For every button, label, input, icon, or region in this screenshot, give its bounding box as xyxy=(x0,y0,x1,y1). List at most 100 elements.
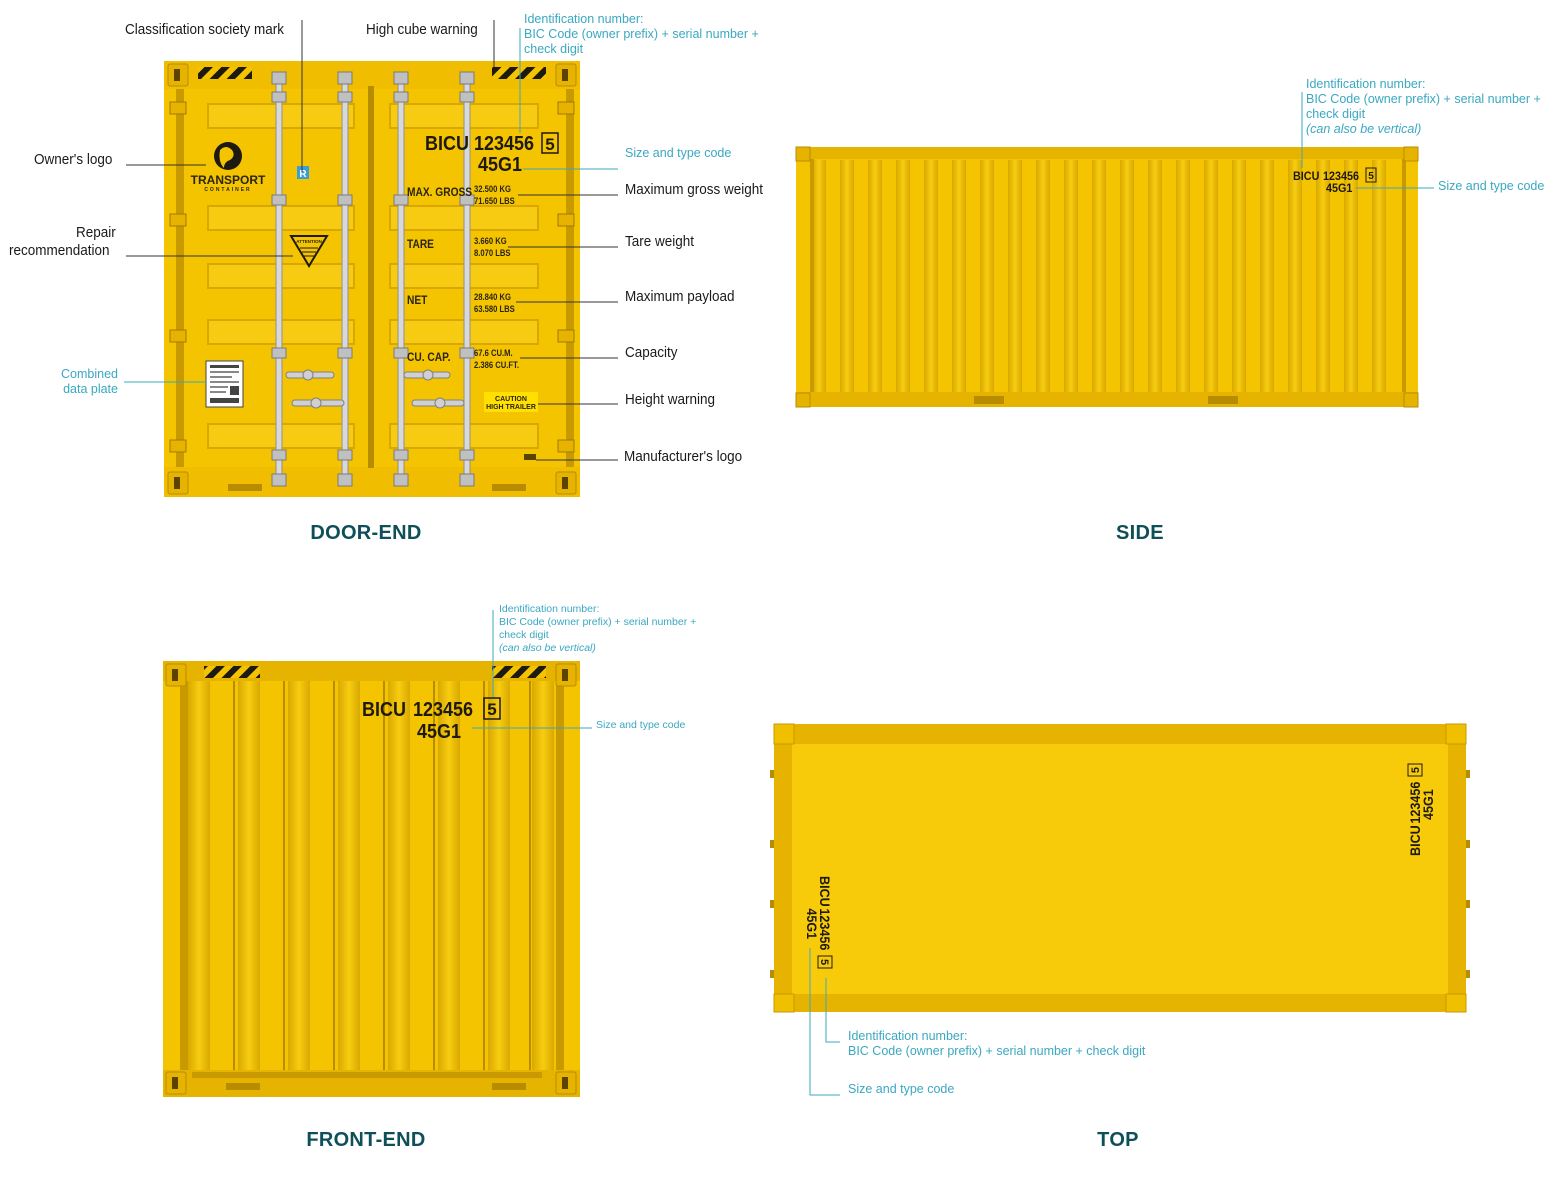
side-container: BICU 123456 5 45G1 xyxy=(795,146,1419,408)
side-leader-lines xyxy=(1301,92,1434,189)
max-gross-label: MAX. GROSS xyxy=(407,186,472,199)
label-capacity: Capacity xyxy=(625,344,678,361)
cu-cap-label: CU. CAP. xyxy=(407,351,450,364)
front-serial: 123456 xyxy=(413,699,473,721)
side-id-marking: BICU 123456 5 45G1 xyxy=(1293,167,1377,196)
front-id-note-line2: BIC Code (owner prefix) + serial number … xyxy=(499,616,697,628)
front-id-note-vertical: (can also be vertical) xyxy=(499,642,596,654)
max-gross-lbs: 71.650 LBS xyxy=(474,195,515,206)
side-id-note-vertical: (can also be vertical) xyxy=(1306,122,1422,136)
front-hazard-stripe-right xyxy=(492,666,546,678)
label-repair-2: recommendation xyxy=(9,242,110,259)
title-front-end: FRONT-END xyxy=(306,1129,426,1151)
tare-lbs: 8.070 LBS xyxy=(474,247,511,258)
front-leader-lines xyxy=(472,610,592,729)
owner-logo-sub: CONTAINER xyxy=(204,187,251,193)
door-id-marking: BICU 123456 5 45G1 xyxy=(425,132,559,176)
top-left-size-type: 45G1 xyxy=(804,908,820,939)
label-max-payload: Maximum payload xyxy=(625,288,735,305)
label-classification-society-mark: Classification society mark xyxy=(125,21,285,38)
top-right-owner-code: BICU xyxy=(1407,825,1423,856)
front-corrugations xyxy=(188,681,554,1070)
tare-label: TARE xyxy=(407,238,434,251)
title-side: SIDE xyxy=(1116,522,1164,544)
net-kg: 28.840 KG xyxy=(474,291,511,302)
front-id-marking: BICU 123456 5 45G1 xyxy=(362,697,501,743)
net-lbs: 63.580 LBS xyxy=(474,303,515,314)
label-max-gross-weight: Maximum gross weight xyxy=(625,181,764,198)
max-gross-kg: 32.500 KG xyxy=(474,183,511,194)
top-container: BICU 123456 5 45G1 BICU 123456 5 45G1 xyxy=(770,723,1470,1013)
label-combined-data-plate-1: Combined xyxy=(61,367,118,381)
top-leader-lines xyxy=(809,948,840,1096)
side-size-type: 45G1 xyxy=(1326,183,1353,196)
repair-warning-triangle: ATTENTION xyxy=(289,235,329,268)
top-right-check-digit: 5 xyxy=(1410,767,1422,773)
owner-logo: TRANSPORT CONTAINER xyxy=(191,142,266,193)
top-right-size-type: 45G1 xyxy=(1420,789,1436,820)
height-warning-sticker: CAUTION HIGH TRAILER xyxy=(484,392,538,412)
top-left-serial: 123456 xyxy=(817,908,833,950)
door-end-container: TRANSPORT CONTAINER R ATTENTION xyxy=(164,61,580,497)
caution-line-2: HIGH TRAILER xyxy=(486,404,536,411)
door-id-note-line1: Identification number: xyxy=(524,12,644,26)
front-hazard-stripe-left xyxy=(204,666,260,678)
front-owner-code: BICU xyxy=(362,699,406,721)
front-size-type-label: Size and type code xyxy=(596,719,686,731)
top-right-serial: 123456 xyxy=(1407,782,1423,824)
side-id-note-line2: BIC Code (owner prefix) + serial number … xyxy=(1306,92,1541,106)
tare-kg: 3.660 KG xyxy=(474,235,507,246)
label-height-warning: Height warning xyxy=(625,391,716,408)
door-check-digit: 5 xyxy=(545,135,554,154)
front-size-type: 45G1 xyxy=(417,721,461,743)
label-tare-weight: Tare weight xyxy=(625,233,695,250)
label-combined-data-plate-2: data plate xyxy=(63,382,118,396)
classification-mark xyxy=(297,166,309,179)
classification-mark-letter: R xyxy=(299,169,307,180)
door-serial: 123456 xyxy=(474,133,534,155)
top-id-note-line1: Identification number: xyxy=(848,1029,968,1043)
net-label: NET xyxy=(407,294,428,307)
side-owner-code: BICU xyxy=(1293,171,1319,184)
label-high-cube-warning: High cube warning xyxy=(366,21,478,38)
door-weight-markings: MAX. GROSS 32.500 KG 71.650 LBS TARE 3.6… xyxy=(407,183,519,370)
side-check-digit: 5 xyxy=(1368,171,1374,182)
top-size-type-label: Size and type code xyxy=(848,1082,955,1096)
label-combined-data-plate: Combined data plate xyxy=(56,367,118,397)
combined-data-plate xyxy=(205,360,244,408)
side-corrugations xyxy=(812,160,1386,392)
cu-cap-m: 67.6 CU.M. xyxy=(474,347,513,358)
repair-attention-text: ATTENTION xyxy=(296,239,321,244)
side-id-note-line3: check digit xyxy=(1306,107,1366,121)
title-top: TOP xyxy=(1097,1129,1139,1151)
side-id-note: Identification number: BIC Code (owner p… xyxy=(1306,77,1541,137)
door-hazard-stripe-right xyxy=(492,67,546,79)
front-id-note-line3: check digit xyxy=(499,629,549,641)
front-id-note: Identification number: BIC Code (owner p… xyxy=(499,603,696,655)
front-end-container: BICU 123456 5 45G1 xyxy=(163,661,580,1097)
door-id-note: Identification number: BIC Code (owner p… xyxy=(524,12,759,57)
door-leader-lines xyxy=(126,20,618,461)
top-id-marking-right: BICU 123456 5 45G1 xyxy=(1407,763,1436,856)
door-teal-leader-lines xyxy=(124,28,618,383)
front-check-digit: 5 xyxy=(487,700,496,719)
top-left-owner-code: BICU xyxy=(817,876,833,907)
owner-logo-word: TRANSPORT xyxy=(191,173,266,187)
label-manufacturers-logo: Manufacturer's logo xyxy=(624,448,743,465)
door-id-note-line2: BIC Code (owner prefix) + serial number … xyxy=(524,27,759,41)
caution-line-1: CAUTION xyxy=(495,396,527,403)
door-lock-rods xyxy=(271,71,475,487)
side-id-note-line1: Identification number: xyxy=(1306,77,1426,91)
top-id-marking-left: BICU 123456 5 45G1 xyxy=(804,876,833,969)
door-hazard-stripe-left xyxy=(198,67,252,79)
top-id-note-line2: BIC Code (owner prefix) + serial number … xyxy=(848,1044,1146,1058)
label-owners-logo: Owner's logo xyxy=(34,151,113,168)
side-serial: 123456 xyxy=(1323,171,1359,184)
manufacturer-logo xyxy=(524,454,536,460)
front-id-note-line1: Identification number: xyxy=(499,603,600,615)
top-id-note: Identification number: BIC Code (owner p… xyxy=(848,1029,1145,1059)
cu-cap-ft: 2.386 CU.FT. xyxy=(474,359,519,370)
door-id-note-line3: check digit xyxy=(524,42,584,56)
label-repair-1: Repair xyxy=(76,224,116,241)
